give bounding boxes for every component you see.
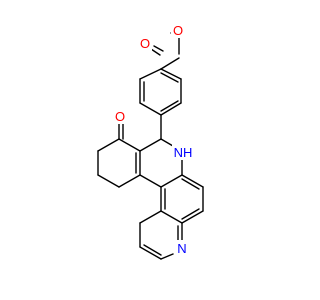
atom-ester-carbonyl-o: O (138, 35, 152, 51)
bond (160, 174, 183, 188)
bond (139, 246, 162, 260)
atom-label: O (173, 23, 183, 38)
bond (118, 174, 141, 188)
atom-pyridine-n: N (175, 240, 189, 256)
bond (139, 210, 162, 224)
atom-background (175, 240, 189, 256)
bond (160, 57, 180, 70)
bond (181, 210, 204, 224)
bond (118, 138, 141, 152)
atom-label: O (140, 36, 150, 51)
bond (153, 45, 164, 52)
bond (181, 208, 200, 220)
bond (97, 138, 120, 152)
bond (160, 72, 179, 83)
bonds (97, 27, 204, 260)
bond (160, 100, 179, 112)
atom-background (138, 35, 152, 51)
atom-ketone-o: O (113, 108, 127, 124)
atom-background (113, 108, 127, 124)
bond (139, 138, 162, 152)
atom-background (172, 144, 194, 160)
bond (139, 68, 162, 80)
atom-amine-nh: NH (172, 144, 194, 160)
atom-labels: O O O NH N (113, 22, 194, 256)
molecule-structure: O O O NH N (97, 22, 204, 260)
atom-background (171, 22, 185, 38)
bond (160, 68, 182, 80)
bond (97, 174, 120, 188)
atom-label: O (115, 109, 125, 124)
bond (160, 253, 174, 260)
bond (150, 48, 161, 56)
bond (181, 174, 204, 188)
bond (143, 244, 162, 256)
atom-ester-ether-o: O (171, 22, 185, 38)
atom-label: N (177, 241, 186, 256)
bond (160, 138, 174, 147)
bond (181, 178, 200, 190)
molecule-diagram: O O O NH N (97, 22, 204, 260)
bond (139, 174, 162, 188)
bond (160, 210, 183, 224)
bond (139, 102, 162, 116)
bond (160, 102, 182, 116)
atom-label: NH (174, 145, 193, 160)
